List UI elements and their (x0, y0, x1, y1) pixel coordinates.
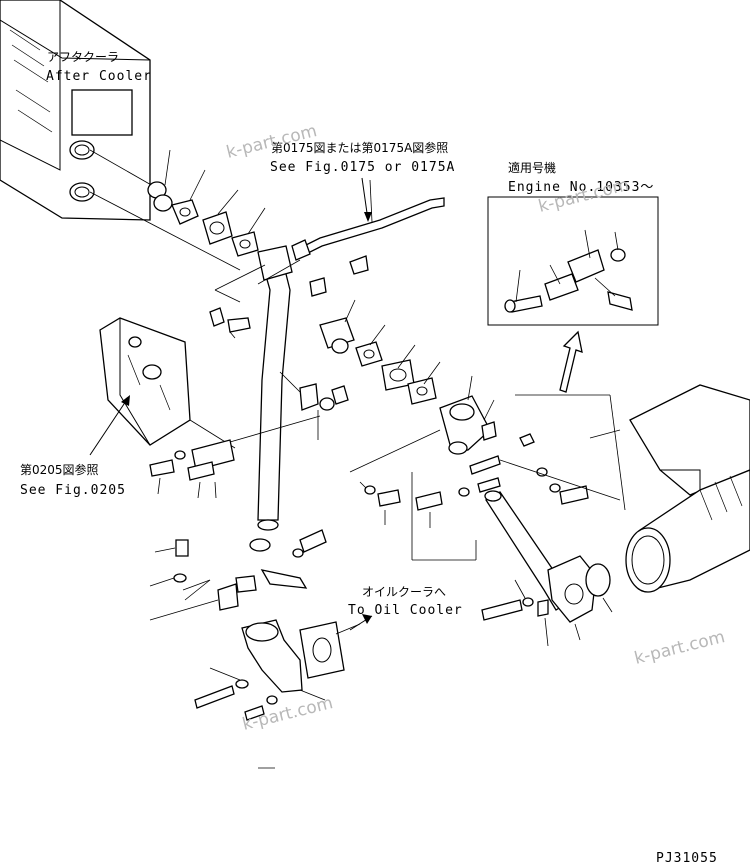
lower-bracket-bolts (149, 415, 321, 499)
ref-fig0205-jp: 第0205図参照 (20, 462, 99, 477)
ref-fig0175-jp: 第0175図または第0175A図参照 (271, 140, 448, 155)
pipe-clamp-mid (279, 371, 349, 440)
upper-bolt (209, 307, 251, 339)
ref-fig0205-en: See Fig.0205 (20, 483, 126, 498)
watermark: k-part.com (224, 121, 319, 163)
page-code: PJ31055 (656, 851, 718, 866)
bracket-fig0205 (99, 317, 236, 449)
ref-fig0175-en: See Fig.0175 or 0175A (270, 160, 455, 175)
right-diagonal-pipe (481, 490, 613, 647)
aftercooler-label-jp: アフタクーラ (47, 50, 119, 64)
oilcooler-label-en: To Oil Cooler (348, 603, 463, 618)
lower-clamp-set (149, 529, 327, 621)
oilcooler-label-jp: オイルクーラへ (362, 585, 446, 599)
watermark: k-part.com (240, 693, 335, 735)
leader-lines (89, 177, 372, 456)
applicability-inset (487, 196, 659, 326)
applicable-label-en: Engine No.10353～ (508, 180, 654, 195)
right-connector-assembly (349, 375, 626, 561)
aftercooler-flange-set (89, 149, 266, 271)
aftercooler-label-en: After Cooler (46, 69, 152, 84)
upper-tube (257, 179, 445, 297)
inset-pointer-arrow (559, 330, 583, 393)
mid-flange-set (319, 299, 441, 405)
oil-cooler-elbow (194, 619, 361, 769)
large-cylinder (625, 384, 750, 593)
applicable-label-jp: 適用号機 (508, 160, 556, 175)
arrow-to-oil-cooler (349, 614, 373, 631)
aftercooler-housing (0, 0, 151, 221)
watermark: k-part.com (632, 627, 727, 669)
water-pipe-vertical (214, 245, 293, 531)
